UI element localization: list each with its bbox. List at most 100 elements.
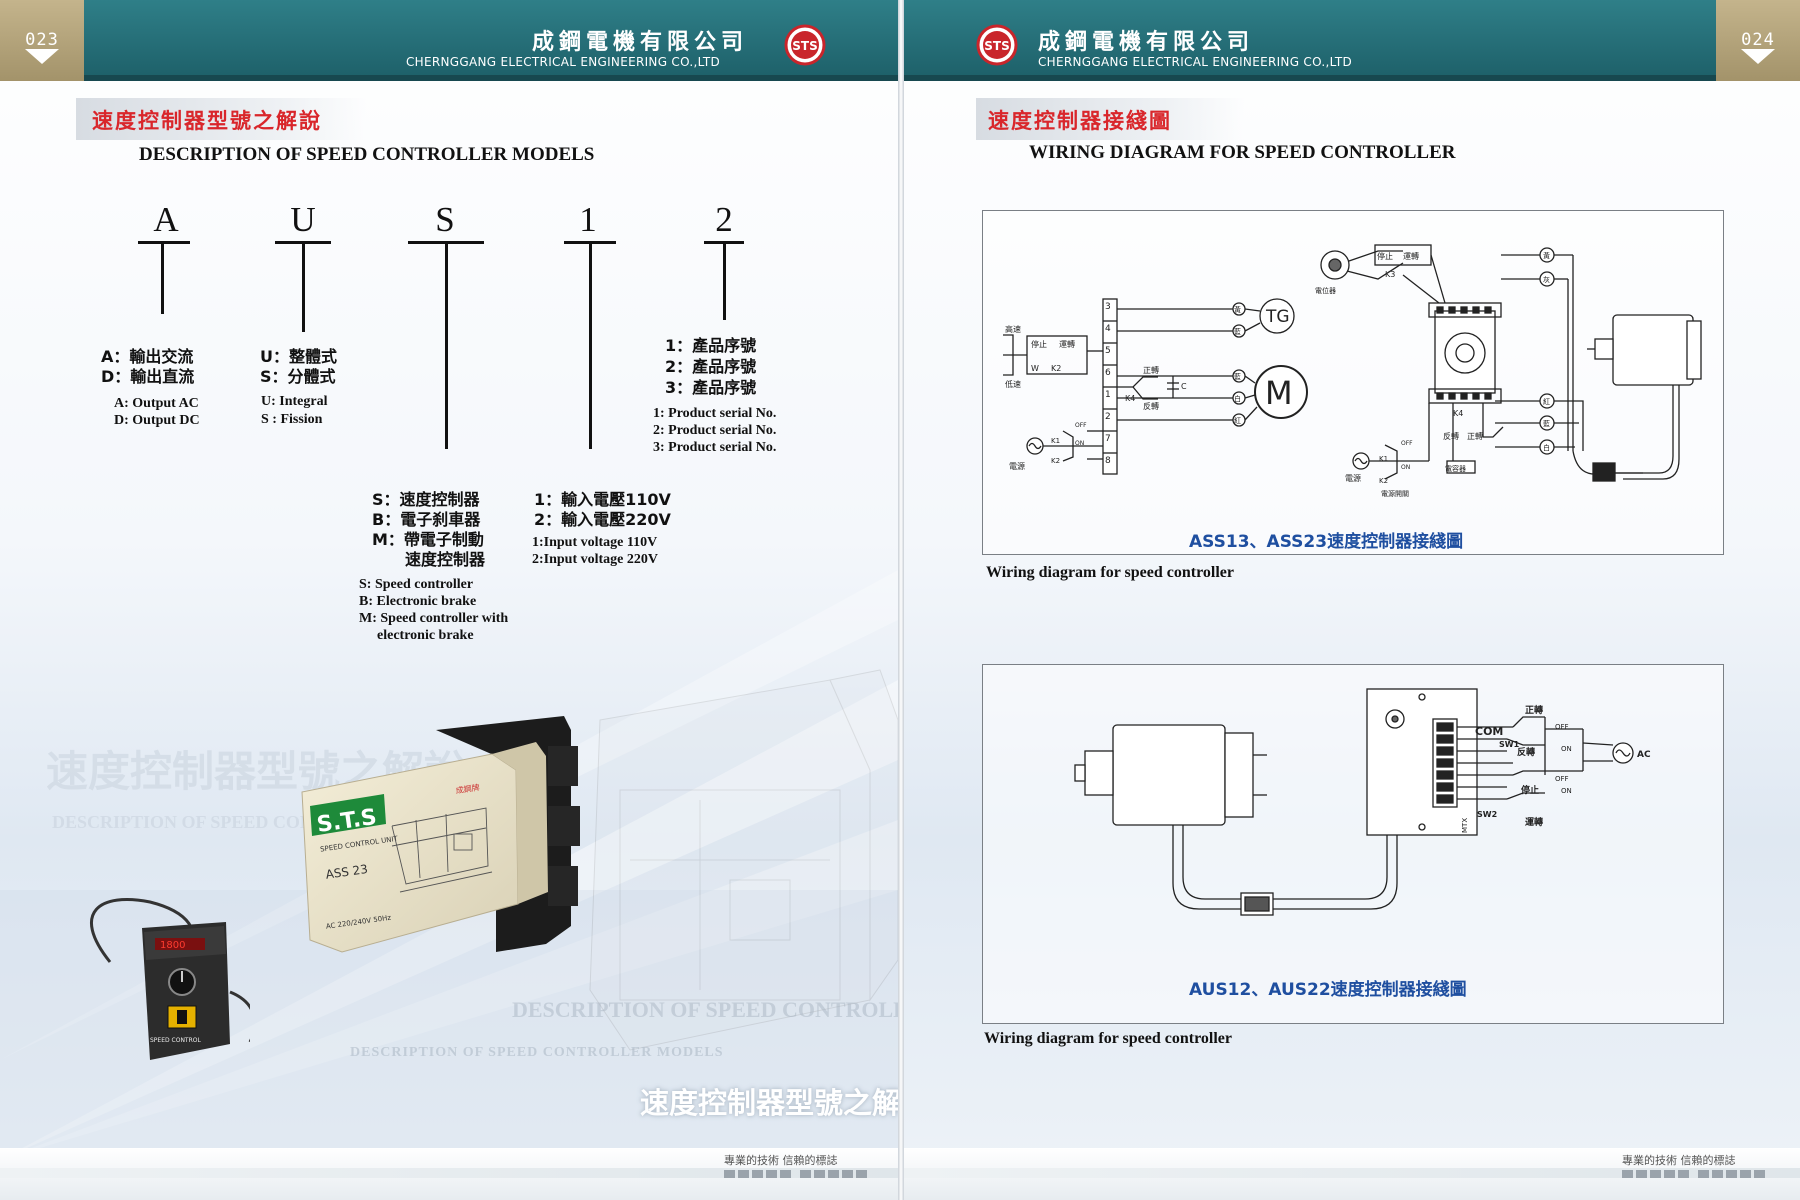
- label-run-2: 運轉: [1403, 251, 1419, 261]
- terminal-label: 2: [1105, 412, 1111, 422]
- legend-2-zh-3: 3：產品序號: [665, 378, 757, 397]
- page-header-right: [904, 0, 1800, 81]
- label-fwd: 正轉: [1143, 365, 1159, 375]
- section-title-bar: 速度控制器型號之解說: [76, 98, 366, 140]
- sts-logo-icon: STS: [784, 24, 826, 66]
- model-letter-s: S: [435, 200, 455, 239]
- terminal-label: 8: [1105, 456, 1111, 466]
- terminal-label: 4: [1105, 324, 1111, 334]
- label-stop: 停止: [1521, 784, 1539, 796]
- left-page: 023 成鋼電機有限公司 CHERNGGANG ELECTRICAL ENGIN…: [0, 0, 898, 1200]
- stem-1: [589, 244, 592, 449]
- legend-s-en-4: electronic brake: [377, 628, 474, 643]
- page-number-box-right: 024: [1716, 0, 1800, 81]
- underline-u: [275, 241, 331, 244]
- label-sw1: SW1: [1499, 740, 1520, 749]
- section-title-en-right: WIRING DIAGRAM FOR SPEED CONTROLLER: [1029, 142, 1456, 163]
- legend-1-en-2: 2:Input voltage 220V: [532, 552, 659, 567]
- footer-slogan: 專業的技術 信賴的標誌: [724, 1154, 838, 1167]
- label-blue-2: 藍: [1234, 372, 1241, 381]
- model-letter-2: 2: [715, 200, 733, 239]
- label-tg: TG: [1265, 307, 1290, 327]
- terminal-label: 6: [1105, 368, 1111, 378]
- terminal-label: 5: [1105, 346, 1111, 356]
- underline-1: [564, 241, 616, 244]
- diagram-1-caption: ASS13、ASS23速度控制器接綫圖: [1189, 532, 1464, 552]
- label-k1: K1: [1051, 437, 1060, 445]
- legend-1-zh-2: 2：輸入電壓220V: [534, 510, 671, 529]
- label-low: 低速: [1005, 379, 1021, 389]
- label-fwd: 正轉: [1525, 704, 1543, 716]
- legend-u-zh-1: U：整體式: [260, 347, 337, 366]
- wiring-diagram-2-drawing: COM SW1 SW2 正轉 反轉 停止 運轉 OFF ON OFF ON AC…: [1074, 688, 1651, 916]
- underline-a: [138, 241, 190, 244]
- label-blue: 藍: [1234, 327, 1241, 336]
- right-page: 024 STS 成鋼電機有限公司 CHERNGGANG ELECTRICAL E…: [904, 0, 1800, 1200]
- page-number-right: 024: [1741, 30, 1775, 50]
- label-k3: K3: [1385, 270, 1395, 279]
- label-run: 運轉: [1525, 816, 1543, 828]
- label-white: 白: [1234, 394, 1241, 403]
- label-sw2: SW2: [1477, 810, 1497, 819]
- legend-1-en-1: 1:Input voltage 110V: [532, 535, 658, 550]
- label-on: ON: [1075, 440, 1084, 447]
- company-name-en-right: CHERNGGANG ELECTRICAL ENGINEERING CO.,LT…: [1038, 55, 1353, 69]
- watermark-product-image: [589, 669, 898, 1051]
- underline-s: [408, 241, 484, 244]
- legend-a-en-1: A: Output AC: [114, 396, 199, 411]
- label-mtx: MTX: [1461, 818, 1469, 833]
- terminal-label: 7: [1105, 434, 1111, 444]
- company-name-en: CHERNGGANG ELECTRICAL ENGINEERING CO.,LT…: [406, 55, 721, 69]
- footer-slogan-bars-right: [1622, 1170, 1765, 1178]
- stem-2: [723, 244, 726, 320]
- label-ac: AC: [1637, 750, 1651, 760]
- label-rev: 反轉: [1517, 746, 1535, 758]
- label-red: 紅: [1234, 416, 1241, 425]
- model-letter-1: 1: [579, 200, 597, 239]
- wiring-diagram-2: COM SW1 SW2 正轉 反轉 停止 運轉 OFF ON OFF ON AC…: [982, 664, 1724, 1024]
- legend-s-zh-1: S：速度控制器: [372, 490, 480, 509]
- watermark-title-en-2: DESCRIPTION OF SPEED CONTROLLER MODELS: [512, 997, 898, 1022]
- label-k1-2: K1: [1379, 455, 1388, 463]
- company-name-zh-right: 成鋼電機有限公司: [1038, 30, 1255, 55]
- legend-s-zh-4: 速度控制器: [405, 550, 486, 569]
- label-k4: K4: [1125, 394, 1135, 403]
- watermark-title-en-3: DESCRIPTION OF SPEED CONTROLLER MODELS: [350, 1045, 724, 1060]
- label-red-2: 紅: [1543, 397, 1550, 406]
- legend-2-en-3: 3: Product serial No.: [653, 440, 777, 455]
- panel-label-text: SPEED CONTROL: [150, 1037, 201, 1044]
- legend-2-en-2: 2: Product serial No.: [653, 423, 777, 438]
- page-number-box: 023: [0, 0, 84, 81]
- legend-s-en-1: S: Speed controller: [359, 577, 474, 592]
- model-letter-a: A: [153, 200, 179, 239]
- wiring-diagram-1-drawing: TG M 3 4 5 6 1 2 7 8 黃 藍 藍 白 紅 正轉 反轉 K4 …: [1003, 244, 1702, 498]
- section-title-bar-right: 速度控制器接綫圖: [976, 98, 1244, 140]
- watermark-title-zh-2: 速度控制器型號之解說: [640, 1086, 898, 1120]
- legend-2-zh-1: 1：產品序號: [665, 336, 757, 355]
- legend-u-en-1: U: Integral: [261, 394, 328, 409]
- label-on-2: ON: [1561, 787, 1572, 795]
- page-number: 023: [25, 30, 59, 50]
- product-side-brand: 成鋼牌: [455, 782, 480, 795]
- label-blue-3: 藍: [1543, 419, 1550, 428]
- label-high: 高速: [1005, 324, 1021, 334]
- label-yellow: 黃: [1234, 305, 1241, 314]
- label-off-2: OFF: [1401, 440, 1413, 447]
- company-name-zh: 成鋼電機有限公司: [532, 30, 749, 55]
- label-stop: 停止: [1031, 339, 1047, 349]
- underline-2: [704, 241, 744, 244]
- page-gutter: [898, 0, 904, 1200]
- label-on: ON: [1561, 745, 1572, 753]
- arrow-down-icon: [25, 49, 59, 64]
- wiring-diagram-1: TG M 3 4 5 6 1 2 7 8 黃 藍 藍 白 紅 正轉 反轉 K4 …: [982, 210, 1724, 555]
- legend-u-zh-2: S：分體式: [260, 367, 336, 386]
- label-c: C: [1181, 382, 1187, 391]
- label-w: W: [1031, 364, 1039, 373]
- label-yellow-2: 黃: [1543, 251, 1550, 260]
- label-run: 運轉: [1059, 339, 1075, 349]
- label-stop-2: 停止: [1377, 251, 1393, 261]
- label-cap: 電容器: [1445, 464, 1466, 473]
- label-white-2: 白: [1543, 443, 1550, 452]
- diagram-2-desc: Wiring diagram for speed controller: [984, 1030, 1232, 1047]
- page-header: [0, 0, 898, 81]
